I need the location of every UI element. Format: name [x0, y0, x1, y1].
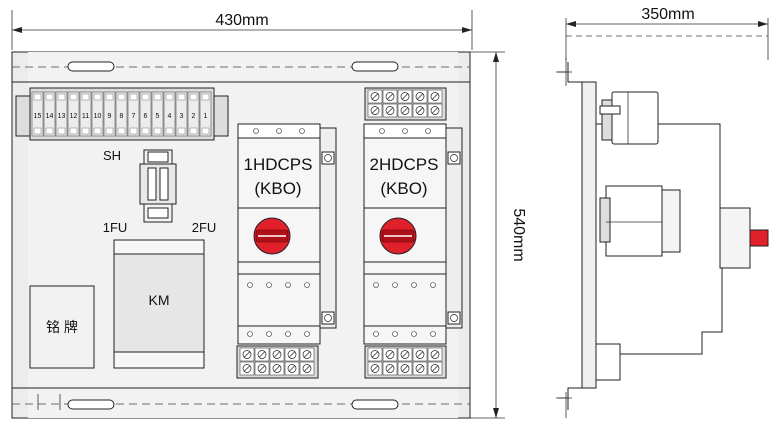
kbo-unit-type: (KBO) [380, 179, 427, 198]
terminal-number: 9 [108, 113, 112, 120]
terminal-number: 2 [192, 113, 196, 120]
terminal-number: 12 [70, 113, 78, 120]
terminal-number: 6 [144, 113, 148, 120]
fuse-holders: 1FU 2FU [103, 149, 217, 235]
kbo-unit-1: 1HDCPS (KBO) [237, 123, 337, 345]
mounting-slot [67, 61, 115, 72]
terminal-position: 10 [91, 91, 104, 137]
terminal-position: 3 [175, 91, 188, 137]
terminal-position: 9 [103, 91, 116, 137]
terminal-position: 4 [163, 91, 176, 137]
terminal-number: 8 [120, 113, 124, 120]
contactor-label: KM [149, 292, 170, 308]
terminal-position: 14 [43, 91, 56, 137]
terminal-number: 4 [168, 113, 172, 120]
terminal-position: 5 [151, 91, 164, 137]
height-dimension-label: 540mm [510, 208, 527, 261]
mounting-slot [351, 61, 399, 72]
terminal-number: 15 [34, 113, 42, 120]
kbo-rotary-knob [253, 217, 291, 255]
terminal-number: 7 [132, 113, 136, 120]
terminal-number: 13 [58, 113, 66, 120]
terminal-number: 14 [46, 113, 54, 120]
front-view: 430mm 540mm [11, 10, 527, 419]
kbo-unit-name: 2HDCPS [370, 155, 439, 174]
terminal-position: 15 [31, 91, 44, 137]
terminal-position: 8 [115, 91, 128, 137]
kbo-unit-name: 1HDCPS [244, 155, 313, 174]
terminal-strip-top [364, 87, 447, 121]
terminal-position: 7 [127, 91, 140, 137]
terminal-number: 5 [156, 113, 160, 120]
side-knob [749, 229, 769, 247]
kbo-rotary-knob [379, 217, 417, 255]
terminal-position: 13 [55, 91, 68, 137]
contactor-km: KM [113, 239, 205, 369]
terminal-number: 11 [82, 113, 89, 120]
nameplate-label: 铭 牌 [46, 319, 78, 335]
mounting-slot [351, 399, 399, 410]
fuse-1fu-label: 1FU [103, 220, 128, 235]
terminal-strip-bottom-2 [364, 345, 447, 379]
terminal-position: 11 [79, 91, 92, 137]
depth-dimension: 350mm [565, 6, 769, 60]
terminal-block-label: SH [103, 148, 121, 163]
height-dimension: 540mm [470, 51, 527, 419]
width-dimension: 430mm [11, 10, 473, 50]
depth-dimension-label: 350mm [641, 6, 694, 23]
terminal-position: 2 [187, 91, 200, 137]
terminal-block-sh: 15 14 13 12 11 10 9 8 7 6 5 4 3 2 1 SH [15, 87, 229, 163]
terminal-number: 3 [180, 113, 184, 120]
terminal-position: 12 [67, 91, 80, 137]
mounting-slot [67, 399, 115, 410]
kbo-unit-2: 2HDCPS (KBO) [363, 123, 463, 345]
terminal-number: 10 [94, 113, 102, 120]
terminal-strip-bottom-1 [236, 345, 319, 379]
terminal-position: 1 [199, 91, 212, 137]
nameplate: 铭 牌 [29, 285, 95, 369]
side-view: 350mm [556, 6, 769, 418]
terminal-number: 1 [204, 113, 208, 120]
terminal-position: 6 [139, 91, 152, 137]
kbo-unit-type: (KBO) [254, 179, 301, 198]
width-dimension-label: 430mm [215, 12, 268, 29]
fuse-2fu-label: 2FU [192, 220, 217, 235]
